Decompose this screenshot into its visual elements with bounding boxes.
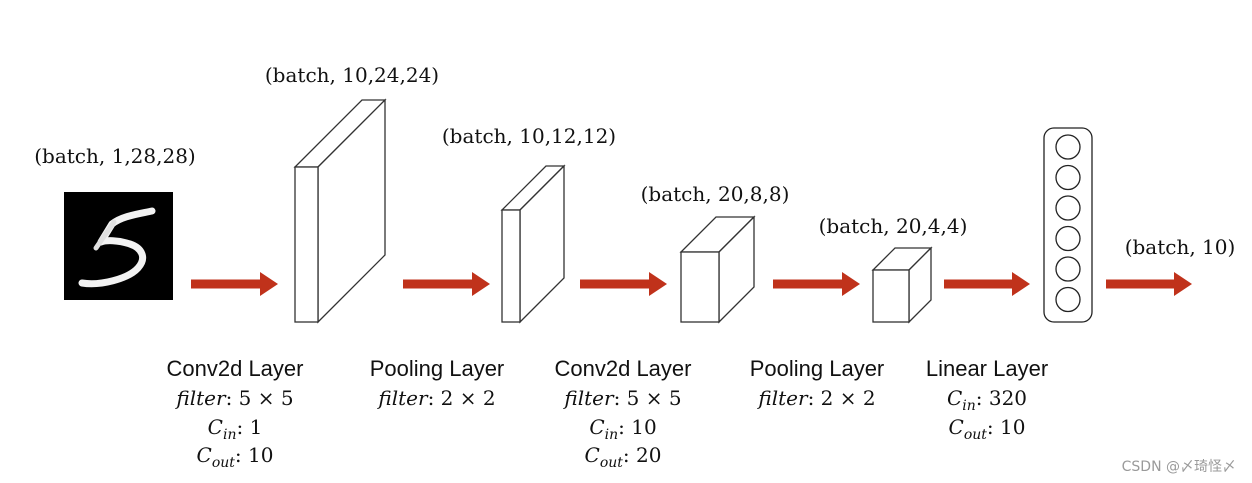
layer-param-cout: Cout: 10 <box>949 415 1026 443</box>
arrow-conv2-to-pool2 <box>773 272 860 296</box>
arrow-linear-to-output <box>1106 272 1192 296</box>
neuron-circle <box>1055 225 1081 252</box>
layer-description-pool1: Pooling Layer filter: 2 × 2 <box>370 356 505 410</box>
layer-param-filter: filter: 5 × 5 <box>562 386 681 410</box>
layer-param-filter: filter: 2 × 2 <box>376 386 495 410</box>
pool1-feature-map <box>500 164 566 324</box>
arrow-conv1-to-pool1 <box>403 272 490 296</box>
layer-description-linear: Linear Layer Cin: 320 Cout: 10 <box>926 356 1048 443</box>
pool2-feature-map <box>871 246 933 324</box>
layer-param-cin: Cin: 1 <box>208 415 263 443</box>
layer-param-filter: filter: 5 × 5 <box>174 386 293 410</box>
neuron-circle <box>1055 286 1081 313</box>
arrow-input-to-conv1 <box>191 272 278 296</box>
input-shape-label: (batch, 1,28,28) <box>34 144 196 168</box>
layer-param-cin: Cin: 320 <box>947 386 1027 414</box>
layer-param-cout: Cout: 20 <box>585 443 662 471</box>
layer-param-cin: Cin: 10 <box>589 415 656 443</box>
layer-title: Linear Layer <box>926 356 1048 381</box>
conv1-shape-label: (batch, 10,24,24) <box>265 63 439 87</box>
conv2-feature-map <box>679 215 756 324</box>
layer-title: Conv2d Layer <box>167 356 304 381</box>
arrow-pool1-to-conv2 <box>580 272 667 296</box>
layer-description-conv2: Conv2d Layer filter: 5 × 5 Cin: 10 Cout:… <box>555 356 692 471</box>
arrow-pool2-to-linear <box>944 272 1030 296</box>
neuron-circle <box>1055 256 1081 282</box>
layer-title: Pooling Layer <box>370 356 505 381</box>
layer-title: Conv2d Layer <box>555 356 692 381</box>
neuron-circle <box>1055 195 1081 221</box>
layer-description-pool2: Pooling Layer filter: 2 × 2 <box>750 356 885 410</box>
pool2-shape-label: (batch, 20,4,4) <box>819 214 968 238</box>
layer-param-filter: filter: 2 × 2 <box>756 386 875 410</box>
conv1-feature-map <box>293 98 387 324</box>
layer-param-cout: Cout: 10 <box>197 443 274 471</box>
linear-output-neurons <box>1043 127 1093 323</box>
conv2-shape-label: (batch, 20,8,8) <box>641 182 790 206</box>
output-shape-label: (batch, 10) <box>1125 235 1236 259</box>
watermark-text: CSDN @〆琦怪〆 <box>1122 459 1236 475</box>
input-digit-image <box>64 192 173 300</box>
layer-description-conv1: Conv2d Layer filter: 5 × 5 Cin: 1 Cout: … <box>167 356 304 471</box>
neuron-circle <box>1055 134 1081 160</box>
neuron-circle <box>1055 164 1081 191</box>
layer-title: Pooling Layer <box>750 356 885 381</box>
pool1-shape-label: (batch, 10,12,12) <box>442 124 616 148</box>
